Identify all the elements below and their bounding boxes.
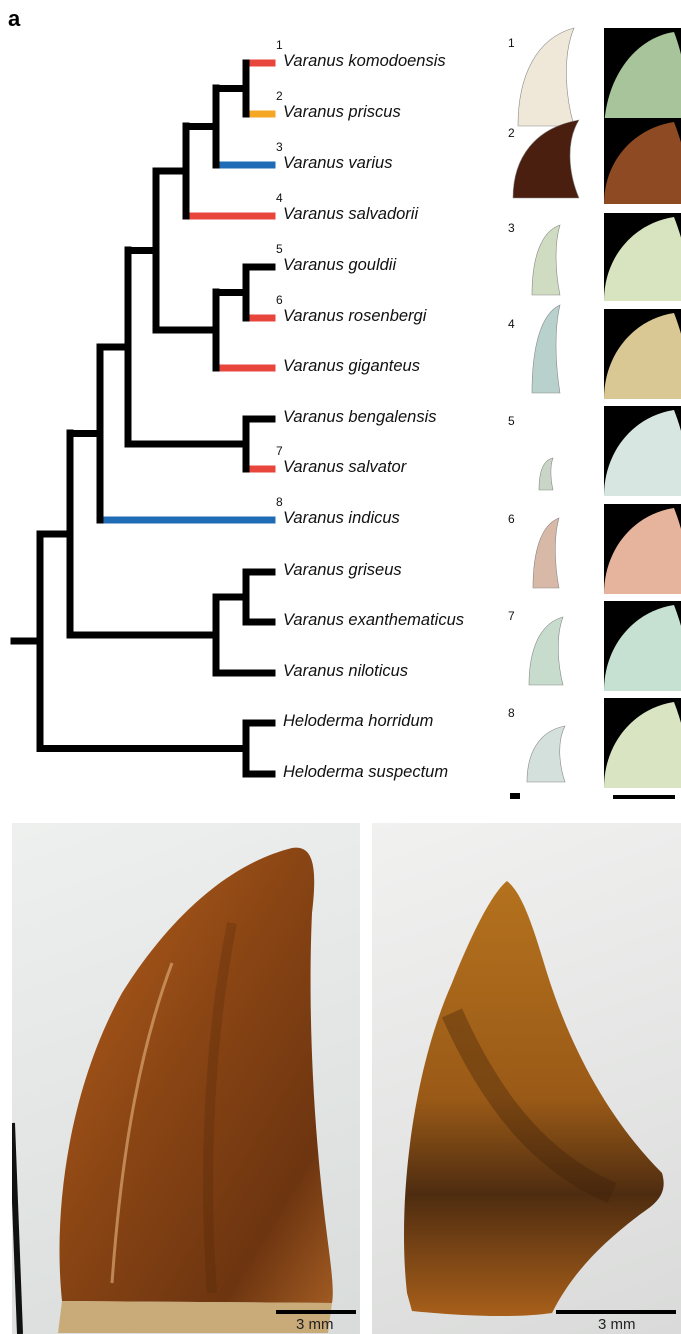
scale-label-b: 3 mm: [296, 1316, 334, 1333]
closeup-tooth-tip: [604, 601, 681, 691]
tooth-number: 7: [508, 609, 515, 623]
closeup-scale-bar: [613, 795, 675, 799]
tooth-number: 8: [508, 706, 515, 720]
tip-number: 4: [276, 191, 283, 205]
tip-label: Varanus rosenbergi: [283, 307, 426, 326]
tooth-specimen: [531, 516, 563, 592]
fossil-tooth-b: [12, 823, 360, 1334]
fossil-tooth-photo-c: [372, 823, 681, 1334]
tooth-closeup: [604, 504, 681, 594]
tooth-specimen: [530, 303, 564, 397]
tooth-specimen: [527, 615, 567, 689]
scale-label-c: 3 mm: [598, 1316, 636, 1333]
closeup-tooth-tip: [604, 118, 681, 204]
scale-bar-b: [276, 1310, 356, 1314]
tip-label: Heloderma horridum: [283, 712, 433, 731]
closeup-tooth-tip: [604, 213, 681, 301]
closeup-tooth-tip: [604, 28, 681, 132]
scale-bar-c: [556, 1310, 676, 1314]
phylogenetic-tree: [0, 0, 500, 790]
tip-label: Varanus komodoensis: [283, 52, 446, 71]
tip-label: Varanus priscus: [283, 103, 401, 122]
tooth-number: 1: [508, 36, 515, 50]
tip-label: Varanus niloticus: [283, 662, 408, 681]
tooth-specimen: [530, 223, 564, 299]
tip-label: Varanus gouldii: [283, 256, 396, 275]
tip-label: Varanus griseus: [283, 561, 402, 580]
tooth-closeup: [604, 406, 681, 496]
tooth-specimen: [511, 118, 583, 202]
closeup-tooth-tip: [604, 406, 681, 496]
tip-number: 5: [276, 242, 283, 256]
tooth-closeup: [604, 118, 681, 204]
tip-label: Varanus varius: [283, 154, 392, 173]
tip-label: Varanus salvadorii: [283, 205, 418, 224]
tip-number: 8: [276, 495, 283, 509]
tooth-closeup: [604, 309, 681, 399]
tip-number: 7: [276, 444, 283, 458]
tip-label: Varanus giganteus: [283, 357, 420, 376]
tip-number: 3: [276, 140, 283, 154]
tip-label: Varanus exanthematicus: [283, 611, 464, 630]
tip-label: Varanus indicus: [283, 509, 400, 528]
tip-label: Heloderma suspectum: [283, 763, 448, 782]
tooth-scale-bar: [510, 793, 520, 799]
tooth-closeup: [604, 213, 681, 301]
closeup-tooth-tip: [604, 504, 681, 594]
tooth-number: 4: [508, 317, 515, 331]
tooth-closeup: [604, 28, 681, 132]
tooth-specimen: [525, 724, 569, 786]
closeup-tooth-tip: [604, 698, 681, 788]
tooth-number: 5: [508, 414, 515, 428]
tip-label: Varanus salvator: [283, 458, 406, 477]
tooth-specimen: [516, 26, 578, 130]
closeup-tooth-tip: [604, 309, 681, 399]
tooth-closeup: [604, 601, 681, 691]
tooth-specimen: [537, 456, 557, 494]
fossil-tooth-photo-b: [12, 823, 360, 1334]
tip-number: 6: [276, 293, 283, 307]
tip-label: Varanus bengalensis: [283, 408, 437, 427]
tooth-number: 3: [508, 221, 515, 235]
tooth-number: 6: [508, 512, 515, 526]
tip-number: 1: [276, 38, 283, 52]
tooth-closeup: [604, 698, 681, 788]
tip-number: 2: [276, 89, 283, 103]
fossil-tooth-c: [372, 823, 681, 1334]
